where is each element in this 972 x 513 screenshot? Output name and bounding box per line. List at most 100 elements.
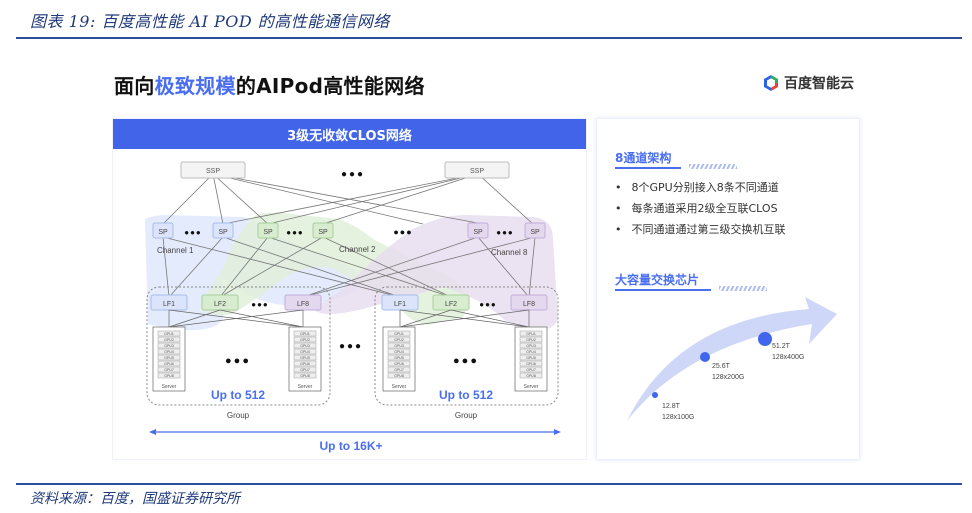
gpu-label: GPU2 bbox=[394, 338, 404, 342]
gpu-slot bbox=[293, 366, 317, 373]
gpu-label: GPU8 bbox=[164, 374, 174, 378]
section-8-channel-title: 8通道架构 bbox=[615, 151, 672, 165]
group-capacity: Up to 512 bbox=[211, 388, 265, 402]
figure-title: 图表 19: 百度高性能 AI POD 的高性能通信网络 bbox=[30, 12, 390, 31]
sp-group-channel1: SP ●●● SP Channel 1 bbox=[152, 222, 234, 255]
gpu-slot bbox=[387, 336, 411, 343]
channel2-label: Channel 2 bbox=[339, 245, 376, 254]
leaf-ellipsis: ●●● bbox=[479, 300, 497, 309]
sp-ellipsis: ●●● bbox=[184, 228, 202, 237]
brand-name: 百度智能云 bbox=[784, 76, 854, 92]
gpu-label: GPU4 bbox=[164, 350, 174, 354]
gpu-slot bbox=[387, 342, 411, 349]
gpu-slot bbox=[519, 354, 543, 361]
section-underline bbox=[615, 289, 711, 291]
channel8-shade bbox=[313, 214, 558, 331]
leaf-label: LF8 bbox=[523, 301, 535, 308]
leaf-ellipsis: ●●● bbox=[251, 300, 269, 309]
gpu-label: GPU5 bbox=[300, 356, 310, 360]
gpu-slot bbox=[293, 360, 317, 367]
gpu-label: GPU5 bbox=[526, 356, 536, 360]
group-label: Group bbox=[227, 411, 250, 420]
gpu-label: GPU3 bbox=[300, 344, 310, 348]
gpu-slot bbox=[519, 330, 543, 337]
ssp-switch-right: SSP bbox=[444, 161, 510, 179]
sp-label: SP bbox=[530, 229, 540, 236]
gpu-slot bbox=[519, 366, 543, 373]
decorative-hatch bbox=[689, 164, 737, 169]
gpu-label: GPU7 bbox=[164, 368, 174, 372]
gpu-slot bbox=[157, 354, 181, 361]
sp-label: SP bbox=[263, 229, 273, 236]
gpu-label: GPU2 bbox=[526, 338, 536, 342]
total-capacity: Up to 16K+ bbox=[319, 439, 382, 453]
bullet-text: 不同通道通过第三级交换机互联 bbox=[631, 223, 786, 236]
ssp-switch-left: SSP bbox=[180, 161, 246, 179]
gpu-label: GPU4 bbox=[300, 350, 310, 354]
gpu-label: GPU3 bbox=[164, 344, 174, 348]
panel-header: 3级无收敛CLOS网络 bbox=[113, 119, 586, 149]
gpu-slot bbox=[387, 366, 411, 373]
gpu-slot bbox=[293, 354, 317, 361]
gpu-label: GPU8 bbox=[394, 374, 404, 378]
gpu-slot bbox=[387, 330, 411, 337]
gpu-label: GPU4 bbox=[526, 350, 536, 354]
gpu-slot bbox=[293, 336, 317, 343]
section-underline bbox=[615, 167, 681, 169]
leaf-label: LF8 bbox=[297, 301, 309, 308]
server-label: Server bbox=[524, 384, 539, 390]
leaf-label: LF2 bbox=[214, 301, 226, 308]
chip-ports: 128x100G bbox=[662, 414, 694, 421]
gpu-label: GPU4 bbox=[394, 350, 404, 354]
gpu-slot bbox=[157, 342, 181, 349]
slide-title-highlight: 极致规模 bbox=[154, 74, 236, 98]
gpu-label: GPU7 bbox=[526, 368, 536, 372]
gpu-slot bbox=[293, 372, 317, 379]
bullet-text: 8个GPU分别接入8条不同通道 bbox=[631, 181, 779, 194]
gpu-label: GPU8 bbox=[300, 374, 310, 378]
top-rule bbox=[16, 37, 962, 39]
gpu-slot bbox=[519, 360, 543, 367]
total-span-arrow bbox=[149, 429, 561, 435]
gpu-label: GPU1 bbox=[526, 332, 536, 336]
gpu-label: GPU1 bbox=[394, 332, 404, 336]
gpu-label: GPU6 bbox=[300, 362, 310, 366]
clos-network-panel: 3级无收敛CLOS网络 bbox=[112, 118, 587, 460]
sp-ellipsis: ●●● bbox=[286, 228, 304, 237]
baidu-cloud-icon bbox=[764, 75, 778, 91]
section-chip-title: 大容量交换芯片 bbox=[615, 273, 700, 287]
server-ellipsis: ●●● bbox=[225, 355, 251, 367]
growth-arrow bbox=[627, 297, 837, 421]
gpu-slot bbox=[387, 354, 411, 361]
gpu-label: GPU3 bbox=[526, 344, 536, 348]
pod-group: LF1 LF2 ●●● LF8 ●●● Up to 512 Group bbox=[146, 286, 331, 420]
bullet-item: •8个GPU分别接入8条不同通道 bbox=[615, 177, 786, 198]
sp-ellipsis: ●●● bbox=[496, 228, 514, 237]
gpu-label: GPU1 bbox=[164, 332, 174, 336]
channel8-label: Channel 8 bbox=[491, 248, 528, 257]
chip-point bbox=[700, 352, 710, 362]
ssp-links bbox=[162, 173, 534, 225]
gpu-slot bbox=[519, 372, 543, 379]
pod-group: LF1 LF2 ●●● LF8 ●●● Up to 512 Group bbox=[374, 286, 559, 420]
chip-capacity: 12.8T bbox=[662, 403, 681, 410]
server-ellipsis: ●●● bbox=[453, 355, 479, 367]
group-capacity: Up to 512 bbox=[439, 388, 493, 402]
chip-capacity: 51.2T bbox=[772, 343, 791, 350]
ssp-ellipsis: ●●● bbox=[341, 169, 365, 180]
gpu-slot bbox=[519, 336, 543, 343]
ssp-label: SSP bbox=[206, 168, 220, 175]
chip-ports: 128x200G bbox=[712, 374, 744, 381]
brand-logo: 百度智能云 bbox=[762, 73, 854, 93]
sp-label: SP bbox=[158, 229, 168, 236]
source-note: 资料来源：百度，国盛证券研究所 bbox=[30, 491, 240, 507]
feature-bullets: •8个GPU分别接入8条不同通道 •每条通道采用2级全互联CLOS •不同通道通… bbox=[615, 177, 786, 240]
chip-capacity: 25.6T bbox=[712, 363, 731, 370]
